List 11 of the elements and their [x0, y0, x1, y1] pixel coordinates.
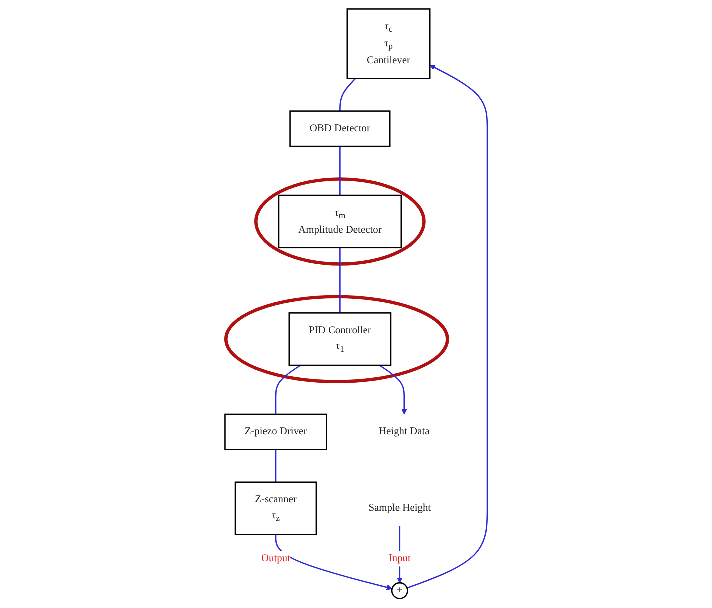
process-box: τ$_{m}$ Amplitude Detector: [278, 194, 402, 249]
process-box: OBD Detector: [289, 110, 390, 148]
signal-label: Sample Height: [368, 502, 431, 514]
edge-label: Output: [261, 551, 290, 567]
summing-junction: +: [391, 582, 408, 600]
edge-label: Input: [388, 551, 411, 567]
signal-label: Height Data: [378, 426, 430, 438]
process-box: PID Controller τ$_{1}$: [288, 312, 392, 366]
process-box: τ$_{c}$ τ$_{p}$ Cantilever: [346, 8, 430, 80]
process-box: Z-scanner τ$_{z}$: [234, 482, 317, 536]
process-box: Z-piezo Driver: [224, 414, 328, 450]
